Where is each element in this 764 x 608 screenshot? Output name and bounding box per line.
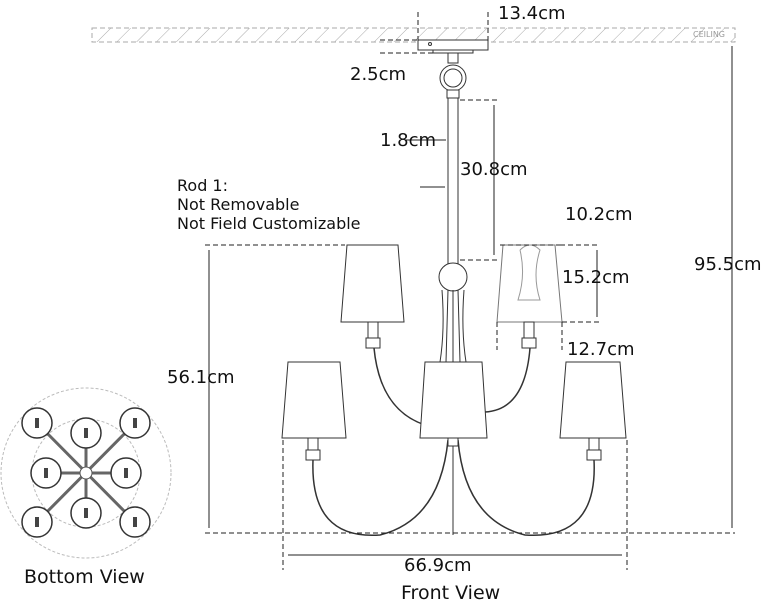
canopy-depth-label: 2.5cm xyxy=(350,64,407,85)
ceiling xyxy=(91,27,736,43)
shade-height-label: 15.2cm xyxy=(562,267,630,288)
canopy-width-label: 13.4cm xyxy=(498,3,566,24)
overall-height-label: 95.5cm xyxy=(694,254,762,275)
ceiling-label: CEILING xyxy=(693,30,725,39)
overall-width-label: 66.9cm xyxy=(404,555,472,576)
body-height-label: 56.1cm xyxy=(167,367,235,388)
front-view-caption: Front View xyxy=(401,582,501,604)
shade-bottom-label: 12.7cm xyxy=(567,339,635,360)
rod-length-label: 30.8cm xyxy=(460,159,528,180)
dimension-lines xyxy=(205,12,735,570)
shade-top-label: 10.2cm xyxy=(565,204,633,225)
dimension-arrows xyxy=(208,46,733,556)
center-body xyxy=(438,262,468,535)
arms xyxy=(312,347,595,536)
shades xyxy=(281,244,627,461)
bottom-view-caption: Bottom View xyxy=(24,566,145,588)
rod-note: Rod 1: Not Removable Not Field Customiza… xyxy=(177,176,361,233)
rod-diameter-label: 1.8cm xyxy=(380,130,437,151)
canopy xyxy=(417,39,489,265)
bottom-view-drawing xyxy=(0,387,172,559)
